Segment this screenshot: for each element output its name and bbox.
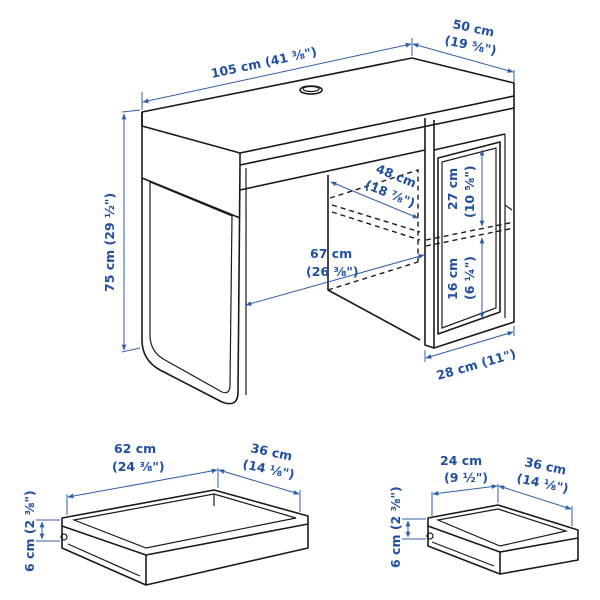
upper-compartment-imperial-label: (10 ⅝") (462, 165, 477, 218)
large-drawer-width-label: 62 cm (114, 441, 156, 456)
small-drawer-width-imperial-label: (9 ½") (444, 470, 488, 485)
large-drawer-height-label: 6 cm (2 ⅜") (22, 490, 37, 572)
large-drawer-drawing (60, 489, 309, 586)
large-drawer-imperial-width-label: (24 ⅜") (112, 459, 165, 474)
knee-width-label: 67 cm (310, 246, 352, 261)
small-drawer-width-label: 24 cm (440, 453, 482, 468)
lower-compartment-imperial-label: (6 ¼") (462, 256, 477, 300)
upper-compartment-label: 27 cm (445, 168, 460, 210)
small-drawer-drawing (426, 504, 579, 575)
lower-compartment-label: 16 cm (445, 258, 460, 300)
desk-drawing (141, 57, 515, 405)
desk-height-label: 75 cm (29 ½") (102, 193, 117, 292)
knee-width-imperial-label: (26 ⅜") (306, 264, 359, 279)
small-drawer-dimensions: 24 cm (9 ½") 36 cm (14 ⅛") 6 cm (2 ⅜") (388, 453, 573, 568)
small-drawer-height-label: 6 cm (2 ⅜") (388, 486, 403, 568)
